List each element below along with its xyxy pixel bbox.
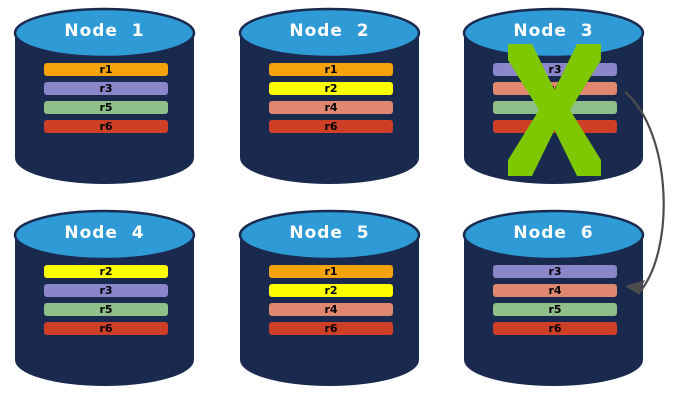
record-bar[interactable]: r6 (269, 120, 393, 133)
record-bar[interactable]: r5 (44, 303, 168, 316)
record-bar[interactable]: r1 (44, 63, 168, 76)
cylinder-top-ellipse (238, 209, 421, 261)
record-bar[interactable]: r6 (493, 120, 617, 133)
record-bar[interactable]: r5 (44, 101, 168, 114)
cylinder-top-ellipse (462, 209, 645, 261)
record-bar[interactable]: r2 (269, 284, 393, 297)
record-list: r3 r4 r5 r6 (493, 265, 617, 335)
cylinder-top-ellipse (462, 7, 645, 59)
record-bar[interactable]: r4 (269, 101, 393, 114)
record-bar[interactable]: r5 (493, 303, 617, 316)
record-bar[interactable]: r6 (493, 322, 617, 335)
cylinder-top-ellipse (238, 7, 421, 59)
record-bar[interactable]: r6 (269, 322, 393, 335)
record-list: r1 r2 r4 r6 (269, 265, 393, 335)
record-list: r2 r3 r5 r6 (44, 265, 168, 335)
record-bar[interactable]: r3 (44, 82, 168, 95)
record-bar[interactable]: r4 (269, 303, 393, 316)
record-bar[interactable]: r5 (493, 101, 617, 114)
record-bar[interactable]: r2 (269, 82, 393, 95)
record-list: r3 r4 r5 r6 (493, 63, 617, 133)
record-bar[interactable]: r6 (44, 322, 168, 335)
record-bar[interactable]: r4 (493, 82, 617, 95)
record-bar[interactable]: r1 (269, 265, 393, 278)
record-bar[interactable]: r4 (493, 284, 617, 297)
record-list: r1 r3 r5 r6 (44, 63, 168, 133)
record-bar[interactable]: r1 (269, 63, 393, 76)
record-bar[interactable]: r2 (44, 265, 168, 278)
cylinder-top-ellipse (13, 209, 196, 261)
record-bar[interactable]: r6 (44, 120, 168, 133)
record-list: r1 r2 r4 r6 (269, 63, 393, 133)
cylinder-top-ellipse (13, 7, 196, 59)
record-bar[interactable]: r3 (493, 63, 617, 76)
record-bar[interactable]: r3 (44, 284, 168, 297)
record-bar[interactable]: r3 (493, 265, 617, 278)
